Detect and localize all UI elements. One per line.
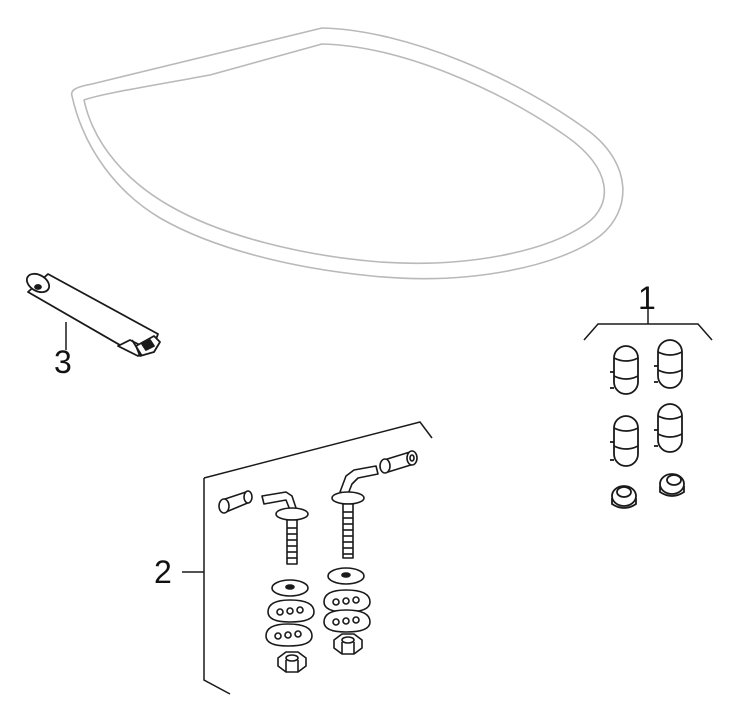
- hinge-pin: [218, 490, 253, 514]
- buffer-pad: [610, 415, 639, 467]
- callout-bracket-1: [583, 308, 713, 341]
- buffer-pads: [610, 339, 685, 509]
- hex-key-tool: [25, 272, 161, 357]
- buffer-cap: [659, 473, 685, 497]
- buffer-pad: [654, 339, 683, 389]
- washer: [327, 567, 365, 585]
- callout-label-1: 1: [638, 280, 656, 316]
- washer: [271, 579, 309, 597]
- seat-lid: [70, 27, 624, 280]
- bolt: [331, 491, 365, 559]
- callout-label-3: 3: [54, 344, 72, 380]
- buffer-pad: [654, 403, 683, 453]
- slotted-plate: [323, 609, 371, 633]
- hex-nut: [277, 651, 307, 673]
- bolt: [275, 507, 309, 565]
- slotted-plate: [323, 589, 371, 613]
- buffer-pad: [610, 345, 639, 395]
- hinge-fixing-set: [218, 450, 418, 673]
- slotted-plate: [267, 599, 315, 623]
- hex-nut: [333, 633, 363, 655]
- callout-bracket-2: [182, 421, 433, 695]
- buffer-cap: [611, 485, 637, 509]
- bent-rod: [339, 465, 379, 495]
- hinge-pin: [379, 450, 418, 474]
- callout-label-2: 2: [154, 554, 172, 590]
- slotted-plate: [265, 623, 313, 647]
